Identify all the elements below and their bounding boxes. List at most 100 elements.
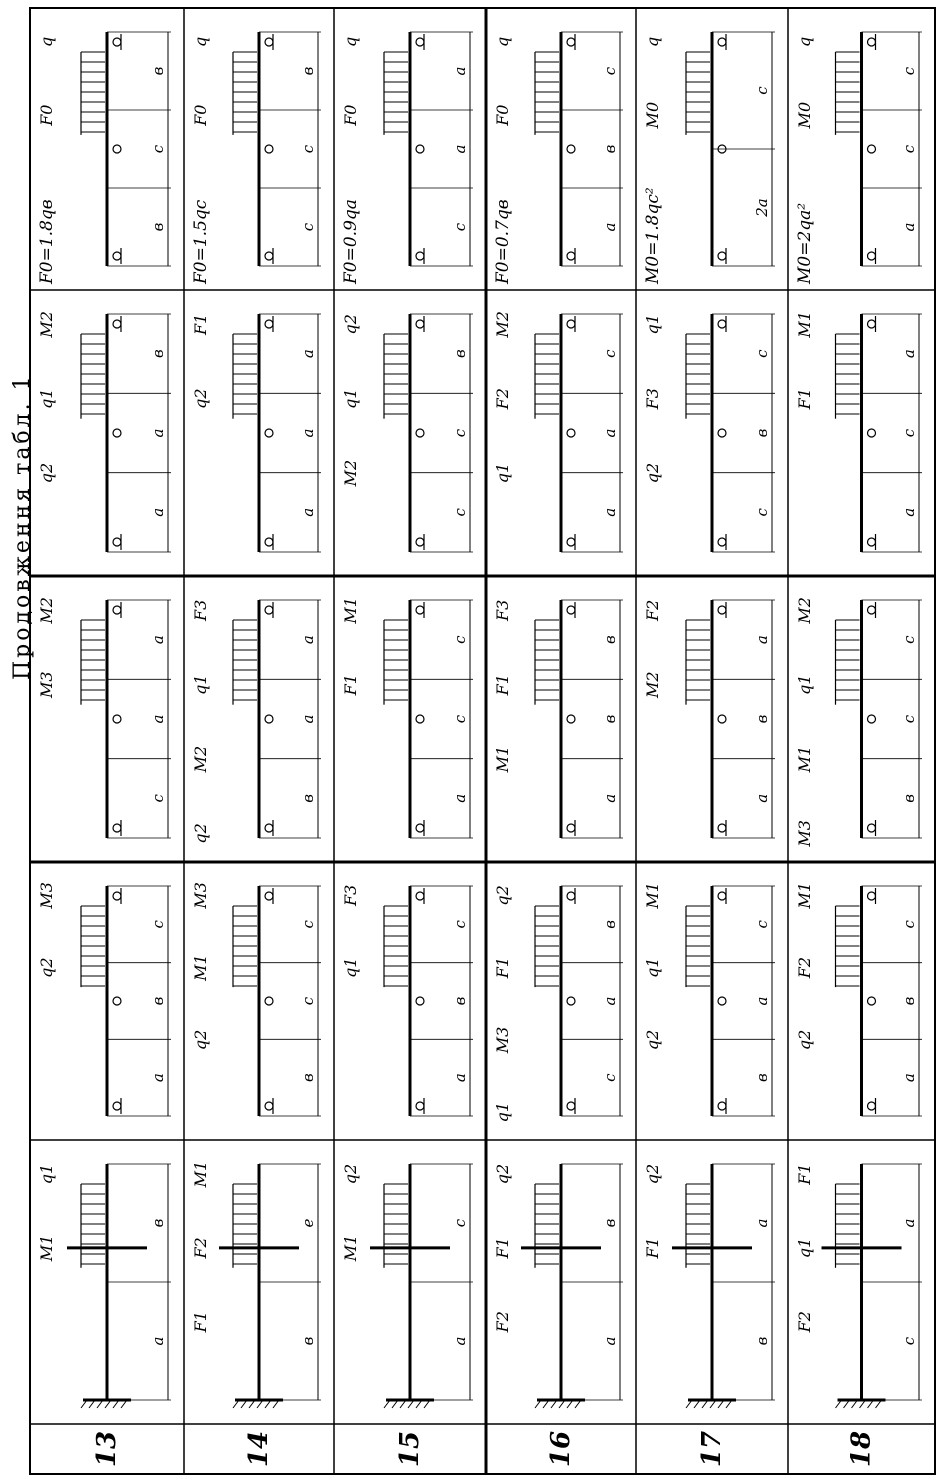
load-label: q2 bbox=[191, 388, 210, 408]
row-number: 13 bbox=[92, 1431, 122, 1467]
hatch-mark bbox=[534, 1399, 542, 1409]
row-number: 17 bbox=[697, 1431, 727, 1467]
pin-support bbox=[264, 823, 274, 833]
pin-support bbox=[264, 428, 274, 438]
table-cells: 13q1M1вaM3q2cвaM2M3aacM2q1q2вaaqF0вcвF0=… bbox=[37, 31, 922, 1467]
pin-support bbox=[112, 428, 122, 438]
dimension-label: e bbox=[299, 1218, 317, 1227]
dimension-label: в bbox=[753, 428, 771, 437]
pin-support bbox=[264, 537, 274, 547]
dimension-label: a bbox=[451, 67, 469, 76]
hatch-mark bbox=[717, 1399, 725, 1409]
load-label: F3 bbox=[493, 600, 512, 622]
pin-support bbox=[866, 823, 877, 833]
pin-support bbox=[866, 251, 877, 261]
dimension-label: в bbox=[451, 349, 469, 358]
pin-support bbox=[112, 891, 122, 901]
dimension-label: в bbox=[753, 1073, 771, 1082]
pin-support bbox=[415, 428, 425, 438]
dimension-label: a bbox=[451, 794, 469, 803]
load-label: F0 bbox=[37, 105, 56, 127]
pin-support bbox=[112, 37, 122, 47]
hatch-mark bbox=[248, 1399, 256, 1409]
dimension-label: c bbox=[900, 920, 918, 929]
pin-support bbox=[566, 996, 576, 1006]
load-label: M2 bbox=[795, 597, 814, 625]
pin-support bbox=[415, 823, 425, 833]
hatch-mark bbox=[407, 1399, 415, 1409]
load-label: F2 bbox=[795, 957, 814, 979]
dimension-label: a bbox=[149, 1337, 167, 1346]
dimension-label: c bbox=[900, 428, 918, 437]
pin-support bbox=[566, 537, 576, 547]
load-label: q1 bbox=[493, 1102, 512, 1122]
load-label: q2 bbox=[191, 1030, 210, 1050]
hatch-mark bbox=[415, 1399, 423, 1409]
pin-support bbox=[112, 996, 122, 1006]
dimension-label: a bbox=[451, 145, 469, 154]
dimension-label: в bbox=[601, 144, 619, 153]
dimension-label: c bbox=[753, 349, 771, 358]
pin-support bbox=[866, 319, 877, 329]
dimension-label: a bbox=[299, 508, 317, 517]
pin-support bbox=[264, 891, 274, 901]
dimension-label: a bbox=[601, 794, 619, 803]
load-label: M1 bbox=[795, 311, 814, 339]
hatch-mark bbox=[550, 1399, 558, 1409]
pin-support bbox=[112, 823, 122, 833]
load-label: F2 bbox=[643, 600, 662, 622]
load-label: q2 bbox=[795, 1030, 814, 1050]
load-label: q2 bbox=[37, 957, 56, 977]
dimension-label: a bbox=[299, 715, 317, 724]
pin-support bbox=[717, 891, 727, 901]
load-label: q2 bbox=[191, 823, 210, 843]
dimension-label: a bbox=[451, 1337, 469, 1346]
load-label: M3 bbox=[37, 882, 56, 910]
load-label: M1 bbox=[191, 1161, 210, 1189]
pin-support bbox=[112, 537, 122, 547]
load-label: F1 bbox=[643, 1237, 662, 1259]
dimension-label: c bbox=[299, 996, 317, 1005]
dimension-label: в bbox=[149, 1218, 167, 1227]
dimension-label: в bbox=[601, 920, 619, 929]
hatch-mark bbox=[240, 1399, 248, 1409]
hatch-mark bbox=[120, 1399, 128, 1409]
hatch-mark bbox=[685, 1399, 693, 1409]
pin-support bbox=[717, 251, 727, 261]
load-label: q1 bbox=[341, 957, 360, 977]
pin-support bbox=[264, 714, 274, 724]
dimension-label: a bbox=[900, 223, 918, 232]
load-label: q2 bbox=[341, 314, 360, 334]
dimension-label: в bbox=[299, 66, 317, 75]
pin-support bbox=[415, 251, 425, 261]
hatch-mark bbox=[835, 1399, 842, 1409]
load-label: F2 bbox=[493, 388, 512, 410]
formula-label: F0=0.7qв bbox=[493, 199, 513, 285]
hatch-mark bbox=[851, 1399, 858, 1409]
hatch-mark bbox=[399, 1399, 407, 1409]
dimension-label: в bbox=[753, 714, 771, 723]
load-label: q bbox=[37, 37, 56, 47]
hatch-mark bbox=[867, 1399, 874, 1409]
hatch-mark bbox=[256, 1399, 264, 1409]
load-label: F1 bbox=[191, 1311, 210, 1333]
pin-support bbox=[415, 605, 425, 615]
pin-support bbox=[866, 1101, 877, 1111]
hatch-mark bbox=[104, 1399, 112, 1409]
load-label: q1 bbox=[795, 674, 814, 694]
hatch-mark bbox=[725, 1399, 733, 1409]
load-label: F1 bbox=[493, 1237, 512, 1259]
dimension-label: c bbox=[900, 1336, 918, 1345]
table-caption: Продовження табл. 1 bbox=[10, 373, 35, 680]
pin-support bbox=[566, 1101, 576, 1111]
dimension-label: в bbox=[900, 794, 918, 803]
dimension-label: c bbox=[149, 144, 167, 153]
